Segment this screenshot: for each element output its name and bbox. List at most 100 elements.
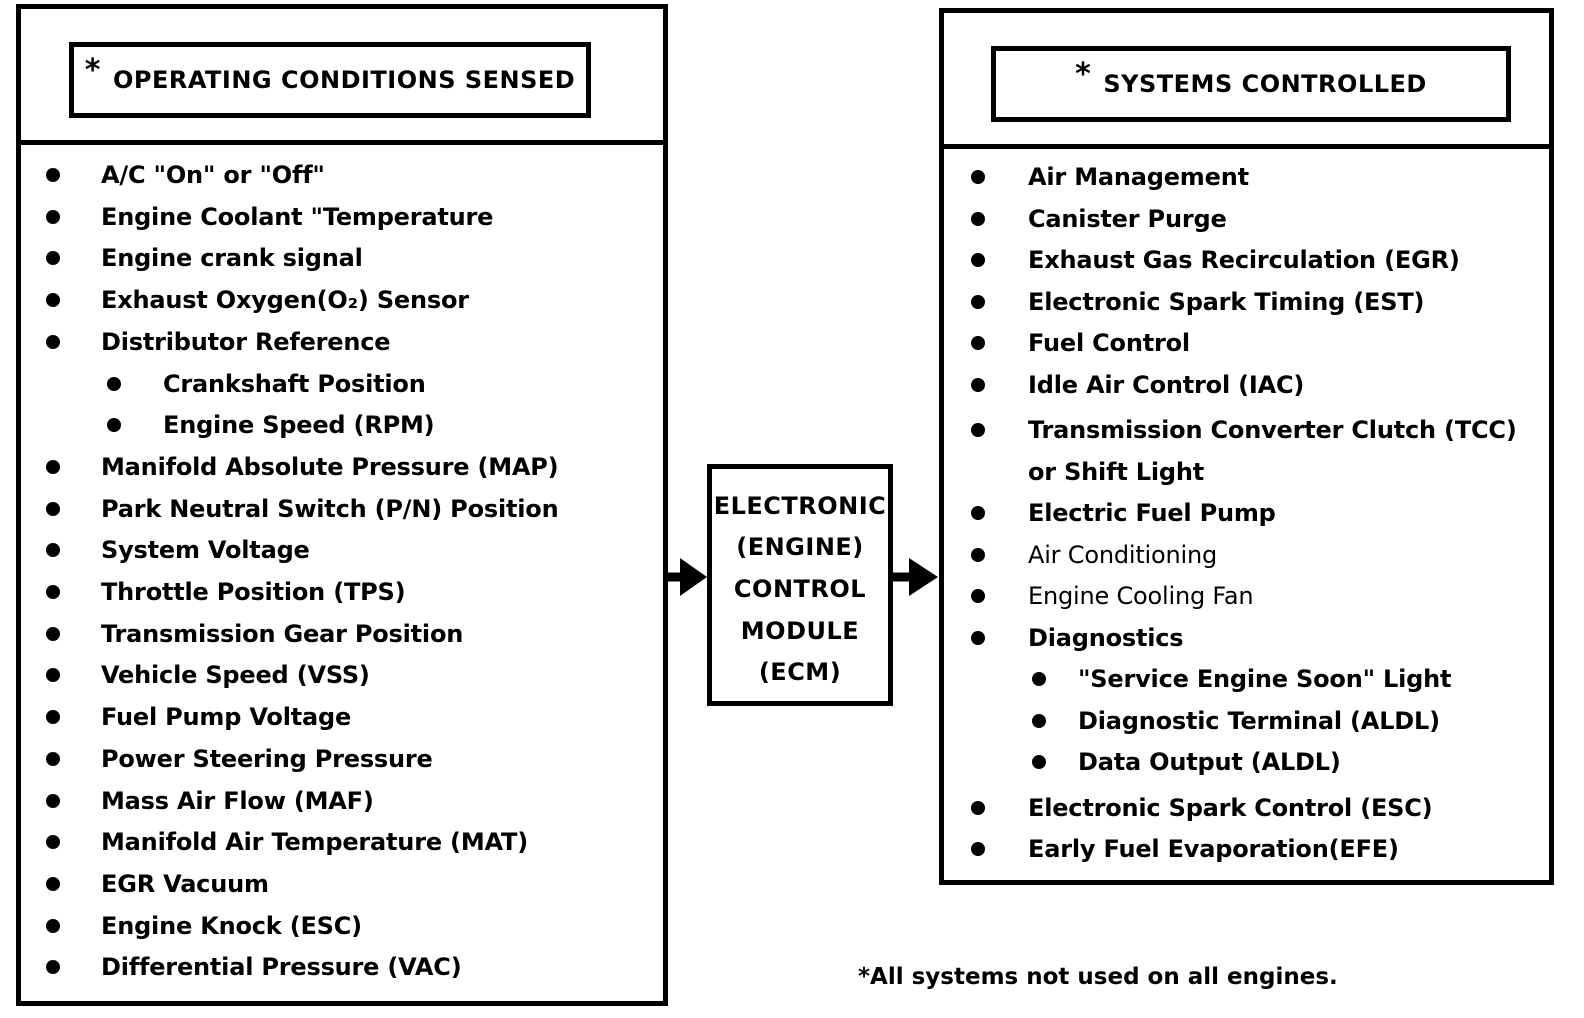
ecm-label-line-2: (ENGINE) [736, 533, 864, 561]
bullet-icon [46, 585, 60, 599]
list-item: Exhaust Oxygen(O₂) Sensor [21, 280, 663, 320]
footnote: *All systems not used on all engines. [858, 964, 1338, 990]
list-item-label: or Shift Light [1028, 457, 1205, 486]
list-item-label: Data Output (ALDL) [1078, 748, 1341, 776]
list-item-label: Exhaust Oxygen(O₂) Sensor [101, 286, 469, 315]
list-item: A/C "On" or "Off" [21, 155, 663, 195]
list-item-label: Vehicle Speed (VSS) [101, 661, 370, 690]
list-item: EGR Vacuum [21, 864, 663, 904]
bullet-icon [1032, 755, 1046, 769]
bullet-icon [46, 710, 60, 725]
bullet-icon [971, 294, 985, 309]
list-item-label: Throttle Position (TPS) [101, 578, 406, 606]
list-item-label: Early Fuel Evaporation(EFE) [1028, 835, 1399, 863]
list-item: Electric Fuel Pump [944, 493, 1549, 533]
list-item-label: Electronic Spark Timing (EST) [1028, 287, 1425, 316]
list-item-label: Air Conditioning [1028, 540, 1218, 569]
bullet-icon [971, 170, 985, 184]
bullet-icon [971, 253, 985, 267]
bullet-icon [46, 960, 60, 975]
list-item-label: Mass Air Flow (MAF) [101, 786, 374, 815]
list-item-label: Diagnostics [1028, 623, 1184, 652]
list-item-label: Power Steering Pressure [101, 744, 433, 773]
list-item-label: Park Neutral Switch (P/N) Position [101, 494, 559, 523]
operating-conditions-list: A/C "On" or "Off"Engine Coolant "Tempera… [21, 9, 663, 1001]
ecm-label-line-3: CONTROL [733, 575, 867, 603]
bullet-icon [971, 506, 985, 520]
bullet-icon [971, 211, 985, 226]
bullet-icon [46, 668, 60, 683]
list-item: or Shift Light [944, 452, 1549, 492]
list-item: Manifold Absolute Pressure (MAP) [21, 447, 663, 487]
bullet-icon [971, 547, 985, 562]
bullet-icon [971, 377, 985, 392]
list-item: Diagnostics [944, 618, 1549, 658]
list-item: Air Management [944, 157, 1549, 197]
list-item: "Service Engine Soon" Light [944, 659, 1549, 699]
list-item-label: Fuel Control [1028, 329, 1190, 357]
arrow-sensed-to-ecm [664, 558, 707, 596]
list-item: Differential Pressure (VAC) [21, 947, 663, 987]
list-item: Electronic Spark Control (ESC) [944, 788, 1549, 828]
bullet-icon [1032, 713, 1046, 728]
systems-controlled-title: SYSTEMS CONTROLLED [1103, 70, 1427, 98]
arrow-ecm-to-controlled [893, 558, 938, 596]
bullet-icon [46, 918, 60, 933]
list-item: Fuel Pump Voltage [21, 697, 663, 737]
list-item-label: Diagnostic Terminal (ALDL) [1078, 706, 1440, 735]
bullet-icon [971, 842, 985, 856]
list-item: Engine crank signal [21, 238, 663, 278]
ecm-label-line-4: MODULE [740, 617, 860, 645]
ecm-label-line-1: ELECTRONIC [713, 492, 887, 520]
list-item-label: Engine Cooling Fan [1028, 582, 1254, 610]
bullet-icon [46, 334, 60, 349]
list-item-label: Transmission Gear Position [101, 619, 464, 648]
list-item-label: Engine crank signal [101, 244, 363, 273]
list-item: Electronic Spark Timing (EST) [944, 282, 1549, 322]
list-item-label: Engine Knock (ESC) [101, 911, 362, 940]
list-item: Throttle Position (TPS) [21, 572, 663, 612]
bullet-icon [107, 376, 121, 391]
list-item: Distributor Reference [21, 322, 663, 362]
list-item: Engine Cooling Fan [944, 576, 1549, 616]
bullet-icon [46, 293, 60, 308]
list-item: Mass Air Flow (MAF) [21, 781, 663, 821]
title-asterisk: * [84, 52, 101, 88]
list-item-label: Crankshaft Position [163, 369, 426, 398]
list-item: Engine Knock (ESC) [21, 906, 663, 946]
list-item: Fuel Control [944, 323, 1549, 363]
list-item: Canister Purge [944, 199, 1549, 239]
list-item: Air Conditioning [944, 535, 1549, 575]
bullet-icon [46, 751, 60, 766]
list-item-label: A/C "On" or "Off" [101, 161, 325, 189]
list-item-label: Idle Air Control (IAC) [1028, 370, 1305, 399]
list-item: Crankshaft Position [21, 364, 663, 404]
operating-conditions-title: OPERATING CONDITIONS SENSED [112, 66, 576, 94]
bullet-icon [971, 423, 985, 437]
list-item-label: Exhaust Gas Recirculation (EGR) [1028, 246, 1460, 274]
bullet-icon [971, 630, 985, 645]
list-item: Transmission Converter Clutch (TCC) [944, 410, 1549, 450]
list-item-label: EGR Vacuum [101, 869, 269, 898]
list-item-label: Electronic Spark Control (ESC) [1028, 793, 1433, 822]
list-item-label: Transmission Converter Clutch (TCC) [1028, 416, 1517, 444]
list-item: System Voltage [21, 530, 663, 570]
list-item: Transmission Gear Position [21, 614, 663, 654]
title-asterisk: * [1075, 56, 1092, 92]
list-item: Engine Speed (RPM) [21, 405, 663, 445]
list-item-label: Manifold Absolute Pressure (MAP) [101, 452, 559, 481]
list-item-label: Fuel Pump Voltage [101, 703, 352, 732]
list-item: Early Fuel Evaporation(EFE) [944, 829, 1549, 869]
bullet-icon [46, 626, 60, 641]
list-item: Diagnostic Terminal (ALDL) [944, 701, 1549, 741]
list-item-label: Canister Purge [1028, 204, 1227, 233]
list-item: Idle Air Control (IAC) [944, 365, 1549, 405]
list-item-label: Air Management [1028, 163, 1249, 191]
bullet-icon [46, 168, 60, 182]
list-item-label: "Service Engine Soon" Light [1078, 665, 1452, 693]
list-item-label: Differential Pressure (VAC) [101, 953, 462, 982]
list-item-label: Distributor Reference [101, 327, 391, 356]
